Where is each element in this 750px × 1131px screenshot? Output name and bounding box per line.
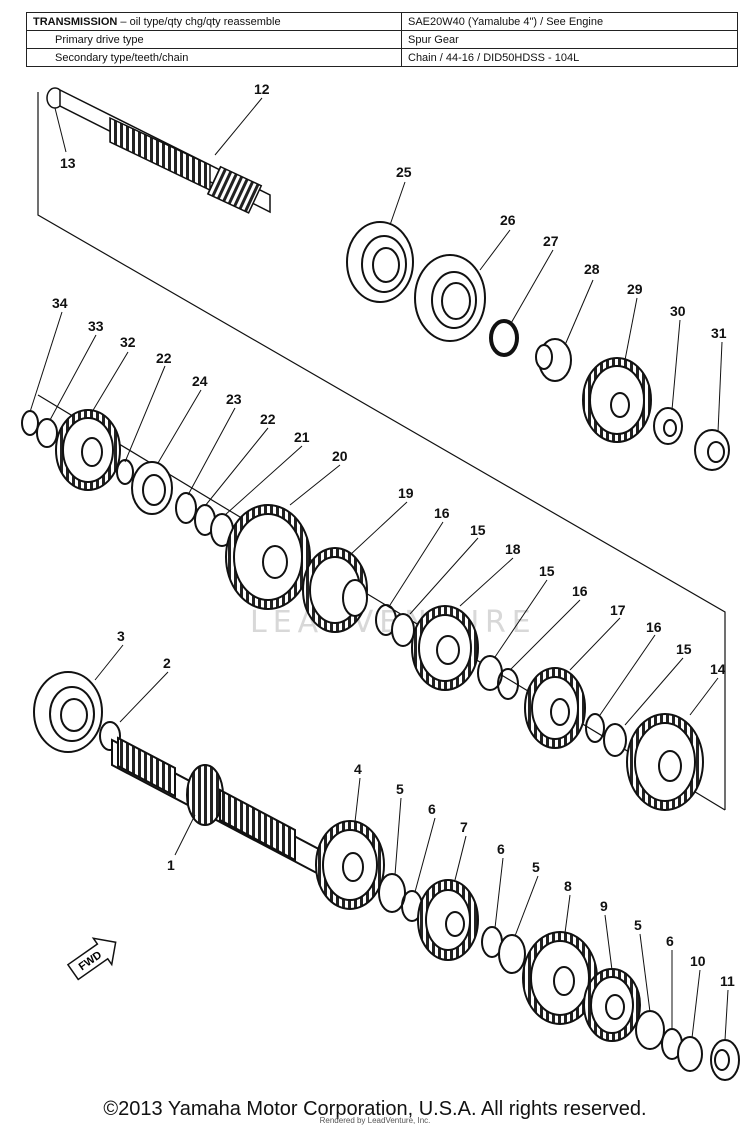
part-number: 28: [584, 261, 600, 277]
spec-row-secondary: Secondary type/teeth/chain Chain / 44-16…: [26, 48, 738, 67]
spec-label-rest: – oil type/qty chg/qty reassemble: [117, 15, 281, 28]
part-number: 16: [572, 583, 588, 599]
part-number: 15: [676, 641, 692, 657]
part-number: 8: [564, 878, 572, 894]
spec-row-transmission: TRANSMISSION – oil type/qty chg/qty reas…: [26, 12, 738, 31]
main-axle-group: [33, 671, 740, 1081]
drive-axle: [46, 87, 271, 214]
part-number: 11: [720, 973, 735, 989]
part-number: 12: [254, 81, 270, 97]
part-number: 20: [332, 448, 348, 464]
part-numbers: 12 13 25 26 27 28 29 30 31 34 33 32 22 2…: [52, 81, 735, 989]
part-number: 15: [539, 563, 555, 579]
part-number: 6: [497, 841, 505, 857]
part-number: 24: [192, 373, 208, 389]
part-number: 31: [711, 325, 727, 341]
part-number: 18: [505, 541, 521, 557]
part-number: 32: [120, 334, 136, 350]
part-number: 6: [428, 801, 436, 817]
part-number: 7: [460, 819, 468, 835]
part-number: 4: [354, 761, 362, 777]
part-number: 14: [710, 661, 726, 677]
spec-table: TRANSMISSION – oil type/qty chg/qty reas…: [26, 12, 738, 67]
part-number: 13: [60, 155, 76, 171]
part-number: 5: [396, 781, 404, 797]
copyright-notice: ©2013 Yamaha Motor Corporation, U.S.A. A…: [103, 1098, 647, 1120]
part-number: 3: [117, 628, 125, 644]
drive-axle-gears: [21, 409, 704, 811]
o-ring-27: [489, 319, 519, 357]
leader-lines: [29, 97, 729, 1041]
part-number: 2: [163, 655, 171, 671]
oil-seal-26: [414, 254, 486, 342]
part-number: 16: [434, 505, 450, 521]
part-number: 34: [52, 295, 68, 311]
part-number: 5: [634, 917, 642, 933]
fwd-arrow: FWD: [66, 937, 117, 981]
rendered-by-notice: Rendered by LeadVenture, Inc.: [319, 1116, 431, 1125]
spec-value: SAE20W40 (Yamalube 4") / See Engine: [401, 12, 738, 31]
part-number: 19: [398, 485, 414, 501]
part-number: 16: [646, 619, 662, 635]
part-number: 25: [396, 164, 412, 180]
lock-washer-30: [653, 407, 683, 445]
part-number: 22: [156, 350, 172, 366]
spec-label: Secondary type/teeth/chain: [26, 48, 402, 67]
spec-label-bold: TRANSMISSION: [33, 15, 118, 28]
part-number: 33: [88, 318, 104, 334]
part-number: 26: [500, 212, 516, 228]
part-number: 15: [470, 522, 486, 538]
part-number: 6: [666, 933, 674, 949]
nut-31: [694, 429, 730, 471]
part-number: 30: [670, 303, 686, 319]
drive-shaft-outline: [37, 92, 726, 810]
part-number: 5: [532, 859, 540, 875]
part-number: 10: [690, 953, 706, 969]
part-number: 9: [600, 898, 608, 914]
part-number: 22: [260, 411, 276, 427]
part-number: 1: [167, 857, 175, 873]
spec-value: Chain / 44-16 / DID50HDSS - 104L: [401, 48, 738, 67]
drive-sprocket-29: [582, 357, 652, 443]
part-number: 17: [610, 602, 626, 618]
bearing-25: [346, 221, 414, 303]
part-number: 23: [226, 391, 242, 407]
part-number: 21: [294, 429, 310, 445]
part-number: 27: [543, 233, 559, 249]
collar-28: [535, 338, 572, 382]
part-number: 29: [627, 281, 643, 297]
